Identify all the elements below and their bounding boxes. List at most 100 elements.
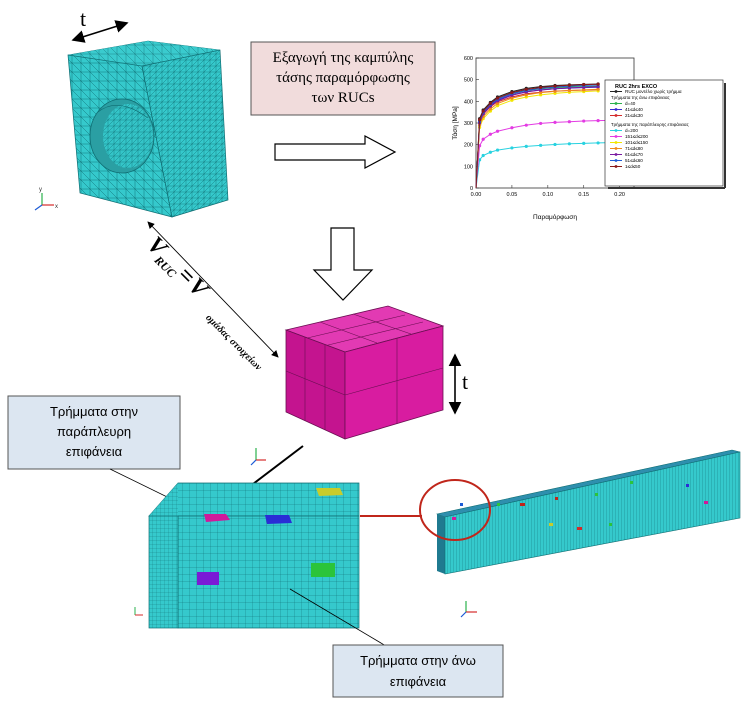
chart-ylabel: Τάση [MPa] [451, 106, 459, 140]
callout-side-line-1: Τρήμματα στην [50, 404, 138, 419]
chart-point [553, 120, 557, 124]
chart-legend-text: 41≤d≤40 [625, 107, 643, 112]
eq-v-ruc: VRUC=V [140, 232, 214, 306]
chart-point [495, 148, 500, 152]
chart-point [495, 129, 500, 133]
chart-point [596, 119, 600, 123]
callout-side-line-2: παράπλευρη [57, 424, 131, 439]
chart-point [596, 82, 600, 86]
chart-y-tick-label: 400 [464, 99, 473, 105]
chart-point [510, 91, 514, 95]
chart-legend-marker [614, 141, 618, 144]
chart-point [596, 87, 600, 91]
block-arrow-down [312, 227, 374, 301]
chart-legend: RUC 2hrs EXCO RUC μοντέλο χωρίς τρήμμαΤρ… [604, 79, 726, 189]
chart-x-tick-label: 0.15 [578, 192, 589, 198]
chart-point [495, 96, 500, 100]
axis-triad-1: x y [34, 187, 58, 211]
chart-point [481, 153, 485, 158]
callout-side-surface: Τρήμματα στην παράπλευρη επιφάνεια [7, 395, 207, 517]
chart-x-tick-label: 0.10 [542, 192, 553, 198]
chart-point [488, 132, 492, 136]
axis-triad-2 [250, 448, 266, 466]
hole-top-blue [265, 515, 292, 524]
chart-legend-marker [614, 135, 618, 138]
callout-top-line-1: Τρήμματα στην άνω [360, 653, 476, 668]
chart-legend-text: d=200 [625, 128, 638, 133]
chart-y-tick-label: 200 [464, 143, 473, 149]
thickness-arrow-right: t [448, 353, 468, 415]
chart-point [510, 146, 514, 150]
chart-legend-marker [614, 153, 618, 156]
chart-legend-text: Τρήμματα της άνω επιφάνειας [611, 95, 670, 100]
chart-point [488, 107, 492, 111]
chart-point [539, 143, 543, 147]
chart-point [488, 150, 492, 154]
chart-y-tick-label: 0 [470, 186, 473, 192]
chart-legend-text: 21≤d≤30 [625, 113, 643, 118]
svg-text:y: y [39, 187, 42, 193]
chart-point [510, 96, 514, 100]
chart-x-tick-label: 0.00 [471, 192, 482, 198]
callout-top-surface: Τρήμματα στην άνω επιφάνεια [289, 588, 504, 698]
chart-legend-marker [614, 108, 618, 111]
chart-legend-text: RUC μοντέλο χωρίς τρήμμα [625, 88, 682, 94]
chart-y-tick-label: 100 [464, 164, 473, 170]
chart-legend-marker [614, 165, 618, 168]
thickness-arrow-top: t [71, 6, 129, 43]
long-plate [435, 449, 741, 575]
element-group-block [284, 305, 445, 440]
chart-x-tick-label: 0.05 [507, 192, 518, 198]
chart-point [481, 109, 485, 113]
chart-point [567, 88, 571, 93]
chart-point [553, 142, 557, 147]
chart-legend-text: 101≤d≤150 [625, 140, 648, 145]
box-line-3: των RUCs [311, 90, 374, 106]
axis-triad-3 [134, 607, 143, 616]
mesh-block-detail [148, 482, 360, 629]
chart-point [524, 144, 528, 148]
chart-point [596, 141, 600, 145]
chart-point [582, 88, 586, 92]
chart-point [567, 120, 571, 124]
chart-point [481, 137, 485, 141]
chart-point [567, 83, 571, 87]
thickness-label-right: t [462, 369, 468, 394]
chart-point [582, 141, 586, 145]
chart-point [582, 83, 586, 87]
callout-side-line-3: επιφάνεια [66, 444, 123, 459]
chart-legend-marker [614, 90, 618, 93]
chart-legend-marker [614, 114, 618, 117]
chart-y-tick-label: 600 [464, 56, 473, 62]
chart-y-tick-label: 500 [464, 78, 473, 84]
chart-legend-text: Τρήμματα της παράπλευρης επιφάνειας [611, 122, 689, 127]
eq-subscript: ομάδας στοιχείων [203, 312, 264, 373]
hole-top-yellow [316, 488, 343, 496]
chart-point [488, 101, 492, 106]
chart-xlabel: Παραμόρφωση [533, 213, 577, 221]
chart-point [524, 87, 528, 92]
chart-point [539, 91, 543, 95]
hole-top-magenta [204, 514, 230, 522]
chart-point [553, 84, 557, 88]
chart-point [495, 101, 500, 106]
red-highlight-circle [419, 479, 491, 541]
axis-triad-4 [460, 601, 477, 618]
chart-point [539, 121, 543, 126]
box-line-2: τάσης παραμόρφωσης [276, 70, 410, 86]
svg-text:x: x [55, 204, 58, 210]
chart-legend-text: 61≤d≤70 [625, 152, 643, 157]
chart-point [524, 93, 528, 97]
chart-series-line [475, 86, 599, 189]
chart-x-tick-label: 0.20 [614, 192, 625, 198]
hole-side-green [311, 563, 335, 577]
chart-point [553, 89, 557, 93]
block-arrow-right [274, 135, 397, 169]
chart-point [582, 119, 586, 123]
stress-strain-extraction-box: Εξαγωγή της καμπύλης τάσης παραμόρφωσης … [250, 41, 436, 116]
chart-y-tick-label: 300 [464, 121, 473, 127]
chart-legend-text: 1≤d≤50 [625, 164, 641, 169]
chart-legend-marker [614, 147, 618, 150]
chart-point [477, 118, 482, 122]
